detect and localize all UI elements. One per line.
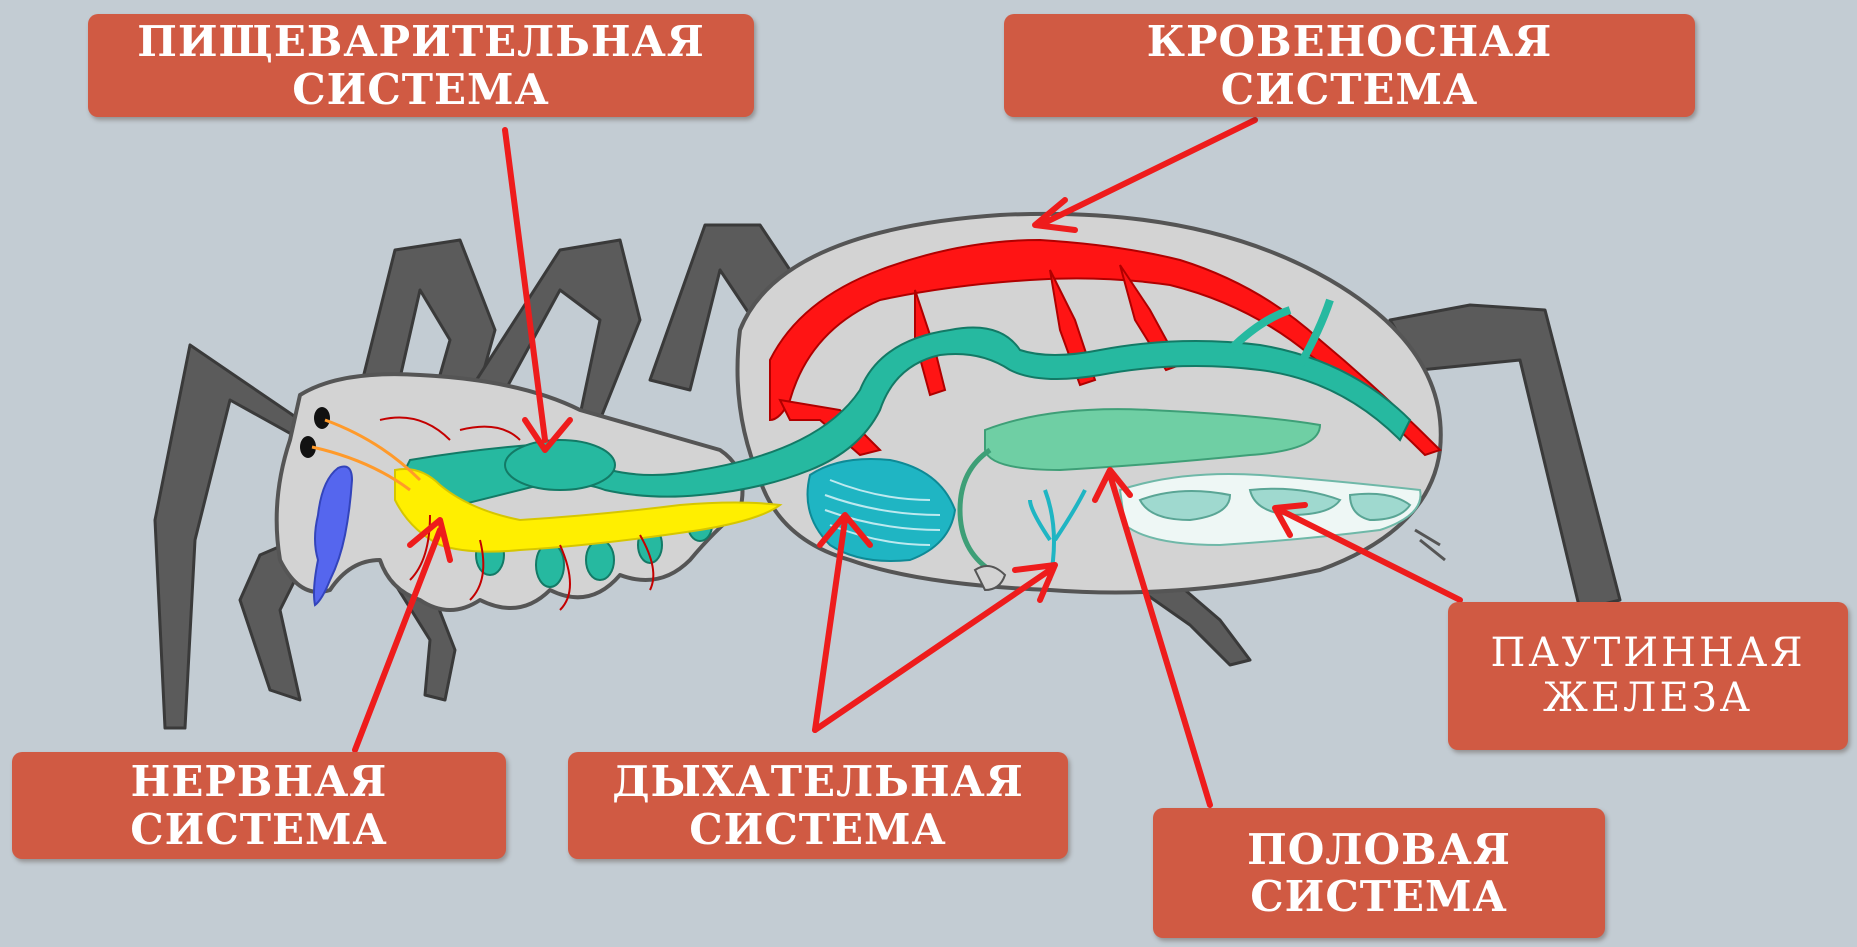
label-silk-gland-line1: ПАУТИННАЯ <box>1490 631 1805 676</box>
arrow-respiratory-2 <box>815 565 1055 730</box>
label-circulatory-line1: КРОВЕНОСНАЯ <box>1147 18 1553 65</box>
label-reproductive-system: ПОЛОВАЯ СИСТЕМА <box>1153 808 1605 938</box>
label-nervous-line2: СИСТЕМА <box>130 806 388 853</box>
stomach <box>505 440 615 490</box>
label-reproductive-line1: ПОЛОВАЯ <box>1247 826 1511 873</box>
diverticulum <box>586 540 614 580</box>
label-circulatory-line2: СИСТЕМА <box>1221 66 1479 113</box>
spinneret <box>1415 530 1445 560</box>
label-silk-gland-line2: ЖЕЛЕЗА <box>1543 676 1753 721</box>
label-nervous-system: НЕРВНАЯ СИСТЕМА <box>12 752 506 859</box>
label-reproductive-line2: СИСТЕМА <box>1250 873 1508 920</box>
label-circulatory-system: КРОВЕНОСНАЯ СИСТЕМА <box>1004 14 1695 117</box>
arrow-circulatory <box>1035 120 1255 230</box>
label-nervous-line1: НЕРВНАЯ <box>131 758 388 805</box>
label-digestive-line2: СИСТЕМА <box>292 66 550 113</box>
eye-icon <box>314 407 330 429</box>
label-digestive-system: ПИЩЕВАРИТЕЛЬНАЯ СИСТЕМА <box>88 14 754 117</box>
label-digestive-line1: ПИЩЕВАРИТЕЛЬНАЯ <box>137 18 705 65</box>
label-silk-gland: ПАУТИННАЯ ЖЕЛЕЗА <box>1448 602 1848 750</box>
label-respiratory-system: ДЫХАТЕЛЬНАЯ СИСТЕМА <box>568 752 1068 859</box>
label-respiratory-line2: СИСТЕМА <box>689 806 947 853</box>
label-respiratory-line1: ДЫХАТЕЛЬНАЯ <box>612 758 1024 805</box>
